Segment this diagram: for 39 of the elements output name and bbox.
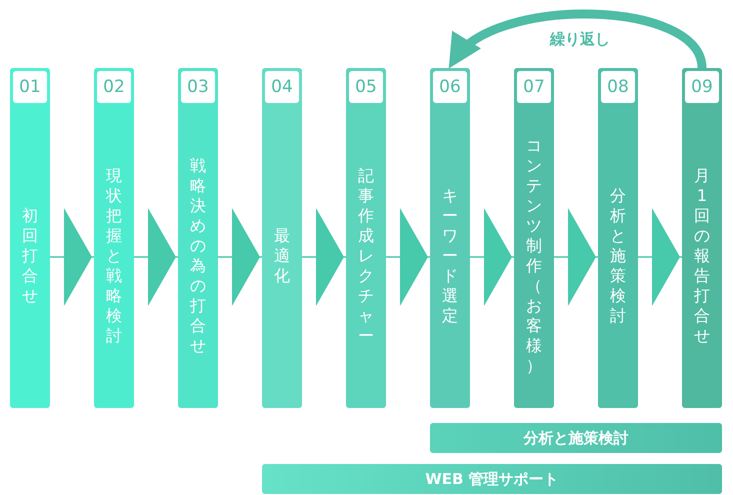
step-label: 現状把握と戦略検討 <box>106 166 122 346</box>
chevron-arrow <box>134 208 178 306</box>
step-bar <box>262 68 302 408</box>
step-number: 05 <box>349 71 383 103</box>
chevron-arrow <box>638 208 682 306</box>
phase-bar: 分析と施策検討 <box>430 423 722 453</box>
step-number: 06 <box>433 71 467 103</box>
chevron-arrow <box>386 208 430 306</box>
step-number: 03 <box>181 71 215 103</box>
step-number: 09 <box>685 71 719 103</box>
step-bar <box>346 68 386 408</box>
step-label: 最適化 <box>274 226 290 286</box>
step-bar <box>682 68 722 408</box>
chevron-arrow <box>218 208 262 306</box>
step-bar <box>514 68 554 408</box>
step-label: 戦略決めの為の打合せ <box>190 156 206 356</box>
chevron-arrow <box>50 208 94 306</box>
step-number: 04 <box>265 71 299 103</box>
phase-bar: WEB 管理サポート <box>262 464 722 494</box>
step-bar <box>10 68 50 408</box>
loop-arrow <box>447 10 706 70</box>
step-label: キーワード選定 <box>442 186 458 326</box>
step-number: 01 <box>13 71 47 103</box>
step-label: 初回打合せ <box>22 206 38 306</box>
chevron-arrow <box>470 208 514 306</box>
step-label: 分析と施策検討 <box>610 186 626 326</box>
step-number: 07 <box>517 71 551 103</box>
step-label: 月1回の報告打合せ <box>694 166 710 346</box>
step-number: 08 <box>601 71 635 103</box>
step-bar <box>178 68 218 408</box>
step-bar <box>430 68 470 408</box>
step-bar <box>94 68 134 408</box>
step-bar <box>598 68 638 408</box>
chevron-arrow <box>302 208 346 306</box>
chevron-arrow <box>554 208 598 306</box>
step-label: コンテンツ制作（お客様） <box>526 136 542 376</box>
step-label: 記事作成レクチャー <box>358 166 374 346</box>
step-number: 02 <box>97 71 131 103</box>
edge-label: 繰り返し <box>550 30 610 49</box>
